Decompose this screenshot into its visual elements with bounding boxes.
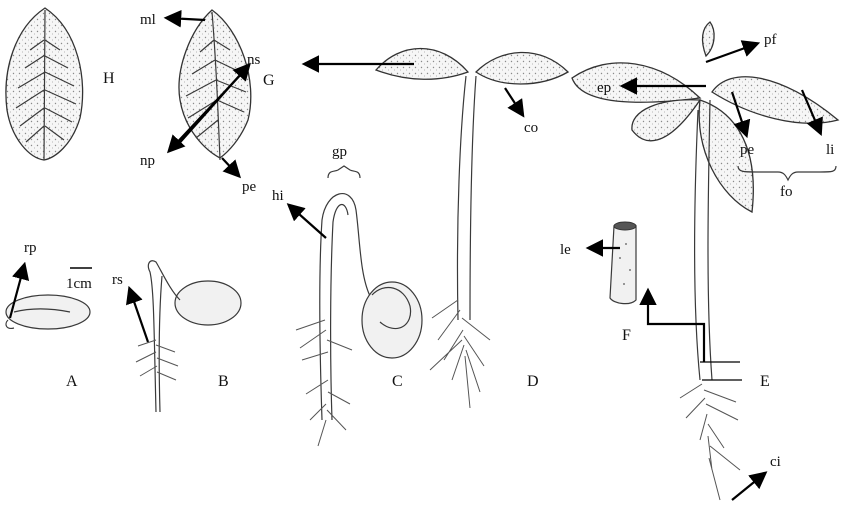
leaf-g-drawing [179,10,251,160]
label-hi: hi [272,188,284,204]
label-co: co [524,120,538,136]
label-li: li [826,142,834,158]
label-pe-g: pe [242,179,257,195]
gp-brace [328,166,360,178]
label-ep: ep [597,80,611,96]
panel-label-g: G [263,72,275,89]
label-ci: ci [770,454,781,470]
seedling-c-drawing [296,194,422,446]
label-fo: fo [780,184,793,200]
pf-arrow [706,44,756,62]
label-gp: gp [332,144,347,160]
rs-arrow [130,290,148,342]
ml-arrow [168,18,205,20]
stem-segment-f-drawing [610,222,636,304]
label-ml: ml [140,12,156,28]
label-pf: pf [764,32,777,48]
label-le: le [560,242,571,258]
leaf-h-drawing [6,8,83,160]
panel-label-b: B [218,373,229,390]
seed-a-drawing [6,295,90,329]
label-scale: 1cm [66,276,92,292]
panel-label-f: F [622,327,631,344]
label-rp: rp [24,240,37,256]
co-arrow [505,88,522,114]
panel-label-c: C [392,373,403,390]
panel-label-h: H [103,70,115,87]
panel-label-d: D [527,373,539,390]
hi-arrow [290,206,326,238]
label-np: np [140,153,155,169]
panel-label-e: E [760,373,770,390]
label-pe-e: pe [740,142,755,158]
label-rs: rs [112,272,123,288]
ci-arrow [732,474,764,500]
cut-marks [700,362,742,380]
pe-g-arrow [222,158,238,175]
panel-label-a: A [66,373,78,390]
label-ns: ns [247,52,261,68]
